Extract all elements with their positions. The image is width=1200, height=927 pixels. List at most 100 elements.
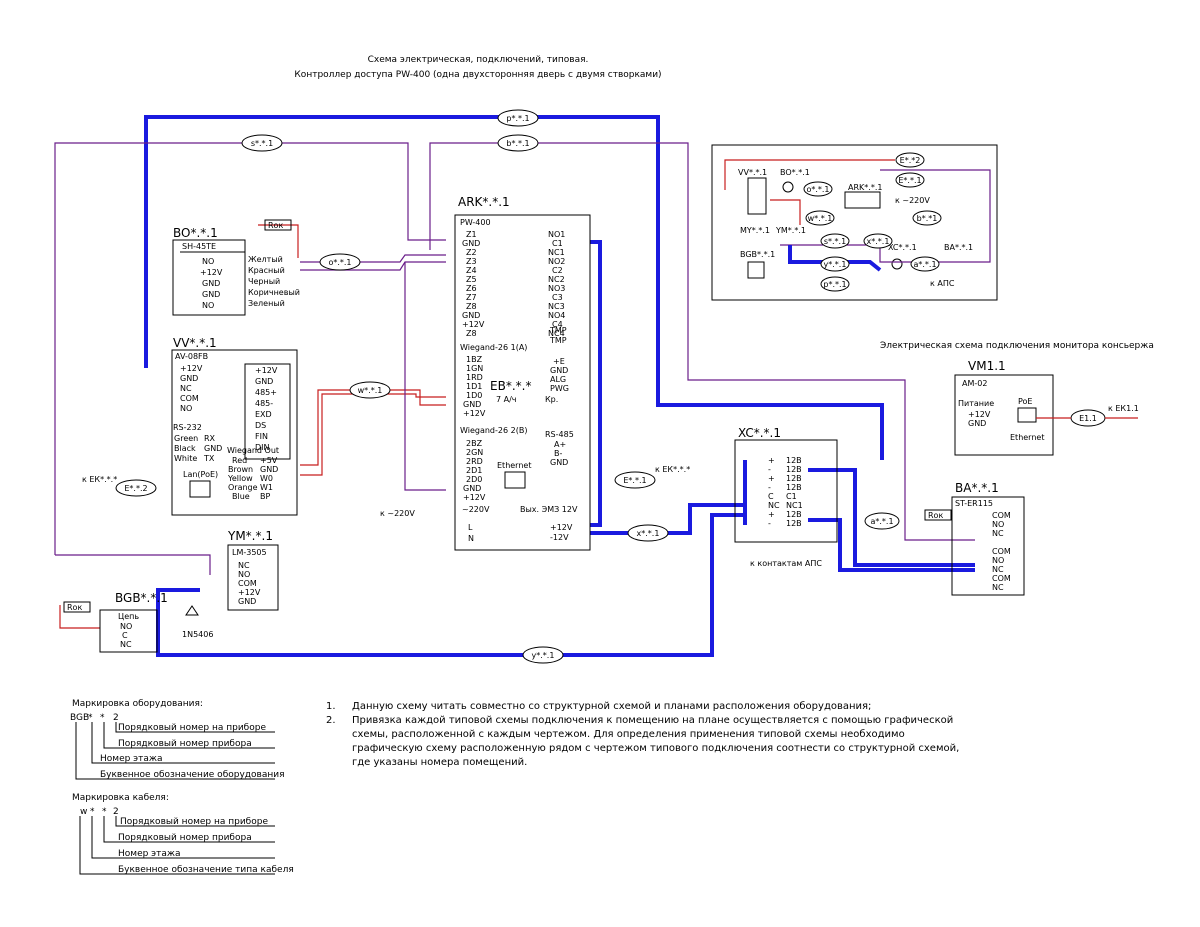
svg-text:s*.*.1: s*.*.1 <box>251 139 273 148</box>
svg-text:GND: GND <box>260 465 278 474</box>
svg-text:TX: TX <box>203 454 215 463</box>
svg-text:E*.*2: E*.*2 <box>900 156 921 165</box>
svg-text:Z6: Z6 <box>466 284 477 293</box>
to-ek-right: к ЕК*.*.* <box>655 465 690 474</box>
svg-text:7 А/ч: 7 А/ч <box>496 395 517 404</box>
to-ek-left: к ЕК*.*.* <box>82 475 117 484</box>
svg-text:Номер этажа: Номер этажа <box>118 849 181 859</box>
svg-text:1D1: 1D1 <box>466 382 482 391</box>
svg-text:*: * <box>88 713 93 723</box>
svg-text:Порядковый номер прибора: Порядковый номер прибора <box>118 739 252 749</box>
svg-text:NC: NC <box>120 640 132 649</box>
svg-text:12В: 12В <box>786 519 802 528</box>
device-ark: ARK*.*.1 PW-400 Z1 GND Z2 Z3 Z4 Z5 Z6 Z7… <box>454 195 591 551</box>
svg-text:VV*.*.1: VV*.*.1 <box>738 168 767 177</box>
svg-text:Wiegand Out: Wiegand Out <box>227 446 279 455</box>
svg-text:-: - <box>768 465 771 474</box>
cable-a: a*.*.1 <box>864 512 900 530</box>
svg-text:COM: COM <box>180 394 199 403</box>
svg-text:Green: Green <box>174 434 198 443</box>
svg-text:NO: NO <box>202 301 214 310</box>
svg-text:к АПС: к АПС <box>930 279 955 288</box>
inset-bo-icon <box>782 181 794 193</box>
svg-text:GND: GND <box>463 484 481 493</box>
svg-text:ALG: ALG <box>550 375 566 384</box>
svg-text:Orange: Orange <box>228 483 258 492</box>
svg-text:C: C <box>122 631 128 640</box>
svg-text:GND: GND <box>255 377 273 386</box>
svg-text:GND: GND <box>463 400 481 409</box>
svg-text:+12V: +12V <box>463 409 486 418</box>
svg-text:Yellow: Yellow <box>227 474 253 483</box>
svg-text:NO: NO <box>992 556 1004 565</box>
bo-pins: NO +12V GND GND NO <box>200 257 223 310</box>
cable-s: s*.*.1 <box>241 134 283 152</box>
svg-text:C2: C2 <box>552 266 563 275</box>
svg-text:Маркировка кабеля:: Маркировка кабеля: <box>72 793 169 803</box>
svg-text:y*.*.1: y*.*.1 <box>824 260 847 269</box>
svg-text:a*.*.1: a*.*.1 <box>913 260 936 269</box>
svg-text:TMP: TMP <box>549 326 567 335</box>
svg-text:Вых. ЭМЗ 12V: Вых. ЭМЗ 12V <box>520 505 578 514</box>
notes: 1. Данную схему читать совместно со стру… <box>326 700 966 770</box>
device-vv: VV*.*.1 AV-08FB +12V GND NC COM NO +12V … <box>171 336 298 516</box>
inset-xc-icon <box>891 258 903 270</box>
svg-text:Z4: Z4 <box>466 266 477 275</box>
device-eb: EB*.*.* 7 А/ч Кр. <box>490 379 558 404</box>
svg-text:C4: C4 <box>552 320 563 329</box>
svg-text:NO1: NO1 <box>548 230 565 239</box>
svg-text:s*.*.1: s*.*.1 <box>824 237 846 246</box>
svg-text:Красный: Красный <box>248 266 285 275</box>
svg-text:NC: NC <box>238 561 250 570</box>
svg-text:Brown: Brown <box>228 465 253 474</box>
svg-text:12В: 12В <box>786 474 802 483</box>
svg-text:Wiegand-26 2(B): Wiegand-26 2(B) <box>460 426 527 435</box>
svg-text:+12V: +12V <box>463 493 486 502</box>
svg-text:YM*.*.1: YM*.*.1 <box>775 226 806 235</box>
svg-text:w: w <box>80 807 87 817</box>
svg-text:1RD: 1RD <box>466 373 483 382</box>
svg-text:GND: GND <box>180 374 198 383</box>
svg-text:RS-485: RS-485 <box>545 430 574 439</box>
svg-text:12В: 12В <box>786 456 802 465</box>
svg-text:2GN: 2GN <box>466 448 483 457</box>
svg-text:y*.*.1: y*.*.1 <box>532 651 555 660</box>
svg-text:Rок: Rок <box>268 221 283 230</box>
svg-text:Wiegand-26 1(A): Wiegand-26 1(A) <box>460 343 527 352</box>
inset-vv-icon <box>747 177 767 215</box>
svg-text:COM: COM <box>992 574 1011 583</box>
svg-text:E*.*.1: E*.*.1 <box>623 476 646 485</box>
diagram-title: Схема электрическая, подключений, типова… <box>368 55 589 65</box>
svg-text:+E: +E <box>553 357 565 366</box>
svg-text:DS: DS <box>255 421 266 430</box>
svg-text:DIN: DIN <box>255 443 270 452</box>
svg-text:Номер этажа: Номер этажа <box>100 754 163 764</box>
svg-text:2: 2 <box>113 713 119 723</box>
svg-text:Black: Black <box>174 444 196 453</box>
svg-text:12В: 12В <box>786 483 802 492</box>
svg-text:White: White <box>174 454 197 463</box>
svg-text:Z5: Z5 <box>466 275 477 284</box>
svg-text:NC3: NC3 <box>548 302 565 311</box>
svg-text:E*.*.1: E*.*.1 <box>898 176 921 185</box>
svg-text:2RD: 2RD <box>466 457 483 466</box>
svg-text:Порядковый номер прибора: Порядковый номер прибора <box>118 833 252 843</box>
svg-text:Z8: Z8 <box>466 302 477 311</box>
svg-text:A+: A+ <box>554 440 566 449</box>
svg-text:2D1: 2D1 <box>466 466 482 475</box>
svg-text:1GN: 1GN <box>466 364 483 373</box>
svg-text:-12V: -12V <box>550 533 569 542</box>
svg-text:1N5406: 1N5406 <box>182 630 213 639</box>
svg-text:1D0: 1D0 <box>466 391 482 400</box>
svg-text:GND: GND <box>462 239 480 248</box>
svg-text:Ethernet: Ethernet <box>497 461 531 470</box>
svg-text:+5V: +5V <box>260 456 278 465</box>
ba-pins: COM NO NC COM NO NC COM NC <box>992 511 1011 592</box>
svg-text:b*.*.1: b*.*.1 <box>506 139 529 148</box>
svg-text:+12V: +12V <box>200 268 223 277</box>
svg-text:Электрическая схема подключени: Электрическая схема подключения монитора… <box>880 341 1154 351</box>
svg-text:GND: GND <box>202 279 220 288</box>
svg-text:TMP: TMP <box>549 336 567 345</box>
svg-text:L: L <box>468 523 473 532</box>
